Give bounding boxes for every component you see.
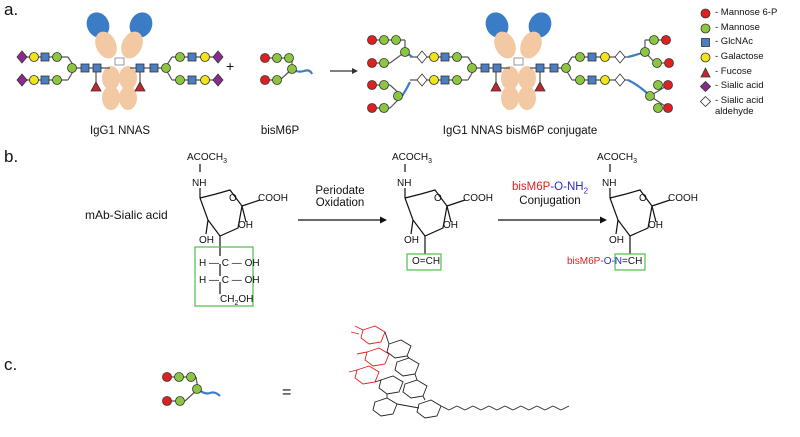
panel-label-a: a. [4, 0, 19, 19]
h-c-oh-row-2: H — C — OH [199, 275, 260, 286]
oh-label-4: OH [404, 235, 419, 246]
legend-square-icon [701, 38, 710, 47]
ring-o-label-2: O [434, 193, 442, 204]
arrow2-line1: bisM6P-O-NH2 [511, 181, 589, 196]
arrow1-label: Periodate Oxidation [300, 185, 380, 209]
legend-item-mannose: - Mannose [700, 22, 760, 34]
reaction-arrow-conjugation [498, 216, 607, 224]
acetyl-label-3: ACOCH3 [597, 152, 638, 165]
acetyl-label-2: ACOCH3 [392, 152, 433, 165]
caption-igg1-nnas: IgG1 NNAS [89, 125, 151, 137]
antibody-conjugate [485, 12, 552, 110]
oh-label-6: OH [609, 235, 624, 246]
bism6p-glycan-small [162, 372, 221, 406]
arrow1-line1: Periodate [315, 185, 365, 197]
glycan-symbols-igg-left [16, 50, 102, 92]
arrow2-label: bisM6P-O-NH2 Conjugation [495, 181, 605, 207]
legend-item-galactose: - Galactose [700, 51, 764, 63]
legend-item-sialic-acid: - Sialic acid [700, 80, 764, 92]
arrow2-line2: Conjugation [519, 195, 581, 208]
glycan-conjugate-left [367, 35, 510, 113]
equals-sign: = [282, 384, 292, 401]
legend-circle-icon [700, 8, 711, 19]
h-c-oh-row-1: H — C — OH [199, 258, 260, 269]
oh-label-2: OH [199, 235, 214, 246]
cooh-label-2: COOH [463, 193, 493, 204]
nh-label-1: NH [192, 178, 207, 189]
bism6p-chemical-structure [348, 325, 570, 419]
legend-circle-icon [700, 23, 711, 34]
antibody-igg1-nnas [86, 12, 153, 110]
oh-label-3: OH [443, 220, 458, 231]
nh-label-2: NH [397, 178, 412, 189]
cooh-label-1: COOH [258, 193, 288, 204]
structure-aldehyde [404, 164, 466, 271]
oh-label-1: OH [238, 220, 253, 231]
cooh-label-3: COOH [668, 193, 698, 204]
legend-triangle-icon [700, 67, 711, 78]
aldehyde-label: O=CH [412, 256, 441, 267]
bism6p-glycan [260, 53, 314, 85]
panel-a-diagram [16, 12, 674, 113]
acetyl-label-1: ACOCH3 [187, 152, 228, 165]
panel-label-c: c. [4, 355, 18, 374]
legend-diamond-icon [700, 81, 711, 92]
structure-conjugate [609, 164, 671, 271]
arrow1-line2: Oxidation [315, 197, 365, 209]
legend-item-sialic-acid-aldehyde: - Sialic acid aldehyde [700, 95, 795, 118]
oh-label-5: OH [648, 220, 663, 231]
reaction-arrow-oxidation [298, 216, 387, 224]
ring-o-label-3: O [639, 193, 647, 204]
legend-item-mannose-6p: - Mannose 6-P [700, 7, 777, 19]
caption-conjugate: IgG1 NNAS bisM6P conjugate [442, 125, 598, 137]
legend-item-fucose: - Fucose [700, 66, 752, 78]
plus-sign: + [226, 58, 235, 74]
legend-circle-icon [700, 52, 711, 63]
panel-label-b: b. [4, 147, 19, 166]
ch2oh-label: CH2OH [220, 294, 254, 307]
glycan-symbols-igg-right [134, 50, 224, 92]
ring-o-label-1: O [229, 193, 237, 204]
nh-label-3: NH [602, 178, 617, 189]
mab-sialic-acid-label: mAb-Sialic acid [85, 208, 168, 222]
legend-diamond-icon [700, 96, 711, 107]
legend-item-glcnac: - GlcNAc [700, 36, 753, 48]
caption-bism6p: bisM6P [260, 125, 300, 137]
glycan-conjugate-right [530, 35, 674, 113]
conjugate-linkage-label: bisM6P-O-N=CH [567, 256, 643, 267]
reaction-arrow-a [330, 68, 358, 74]
structure-sialic-acid [194, 164, 261, 307]
